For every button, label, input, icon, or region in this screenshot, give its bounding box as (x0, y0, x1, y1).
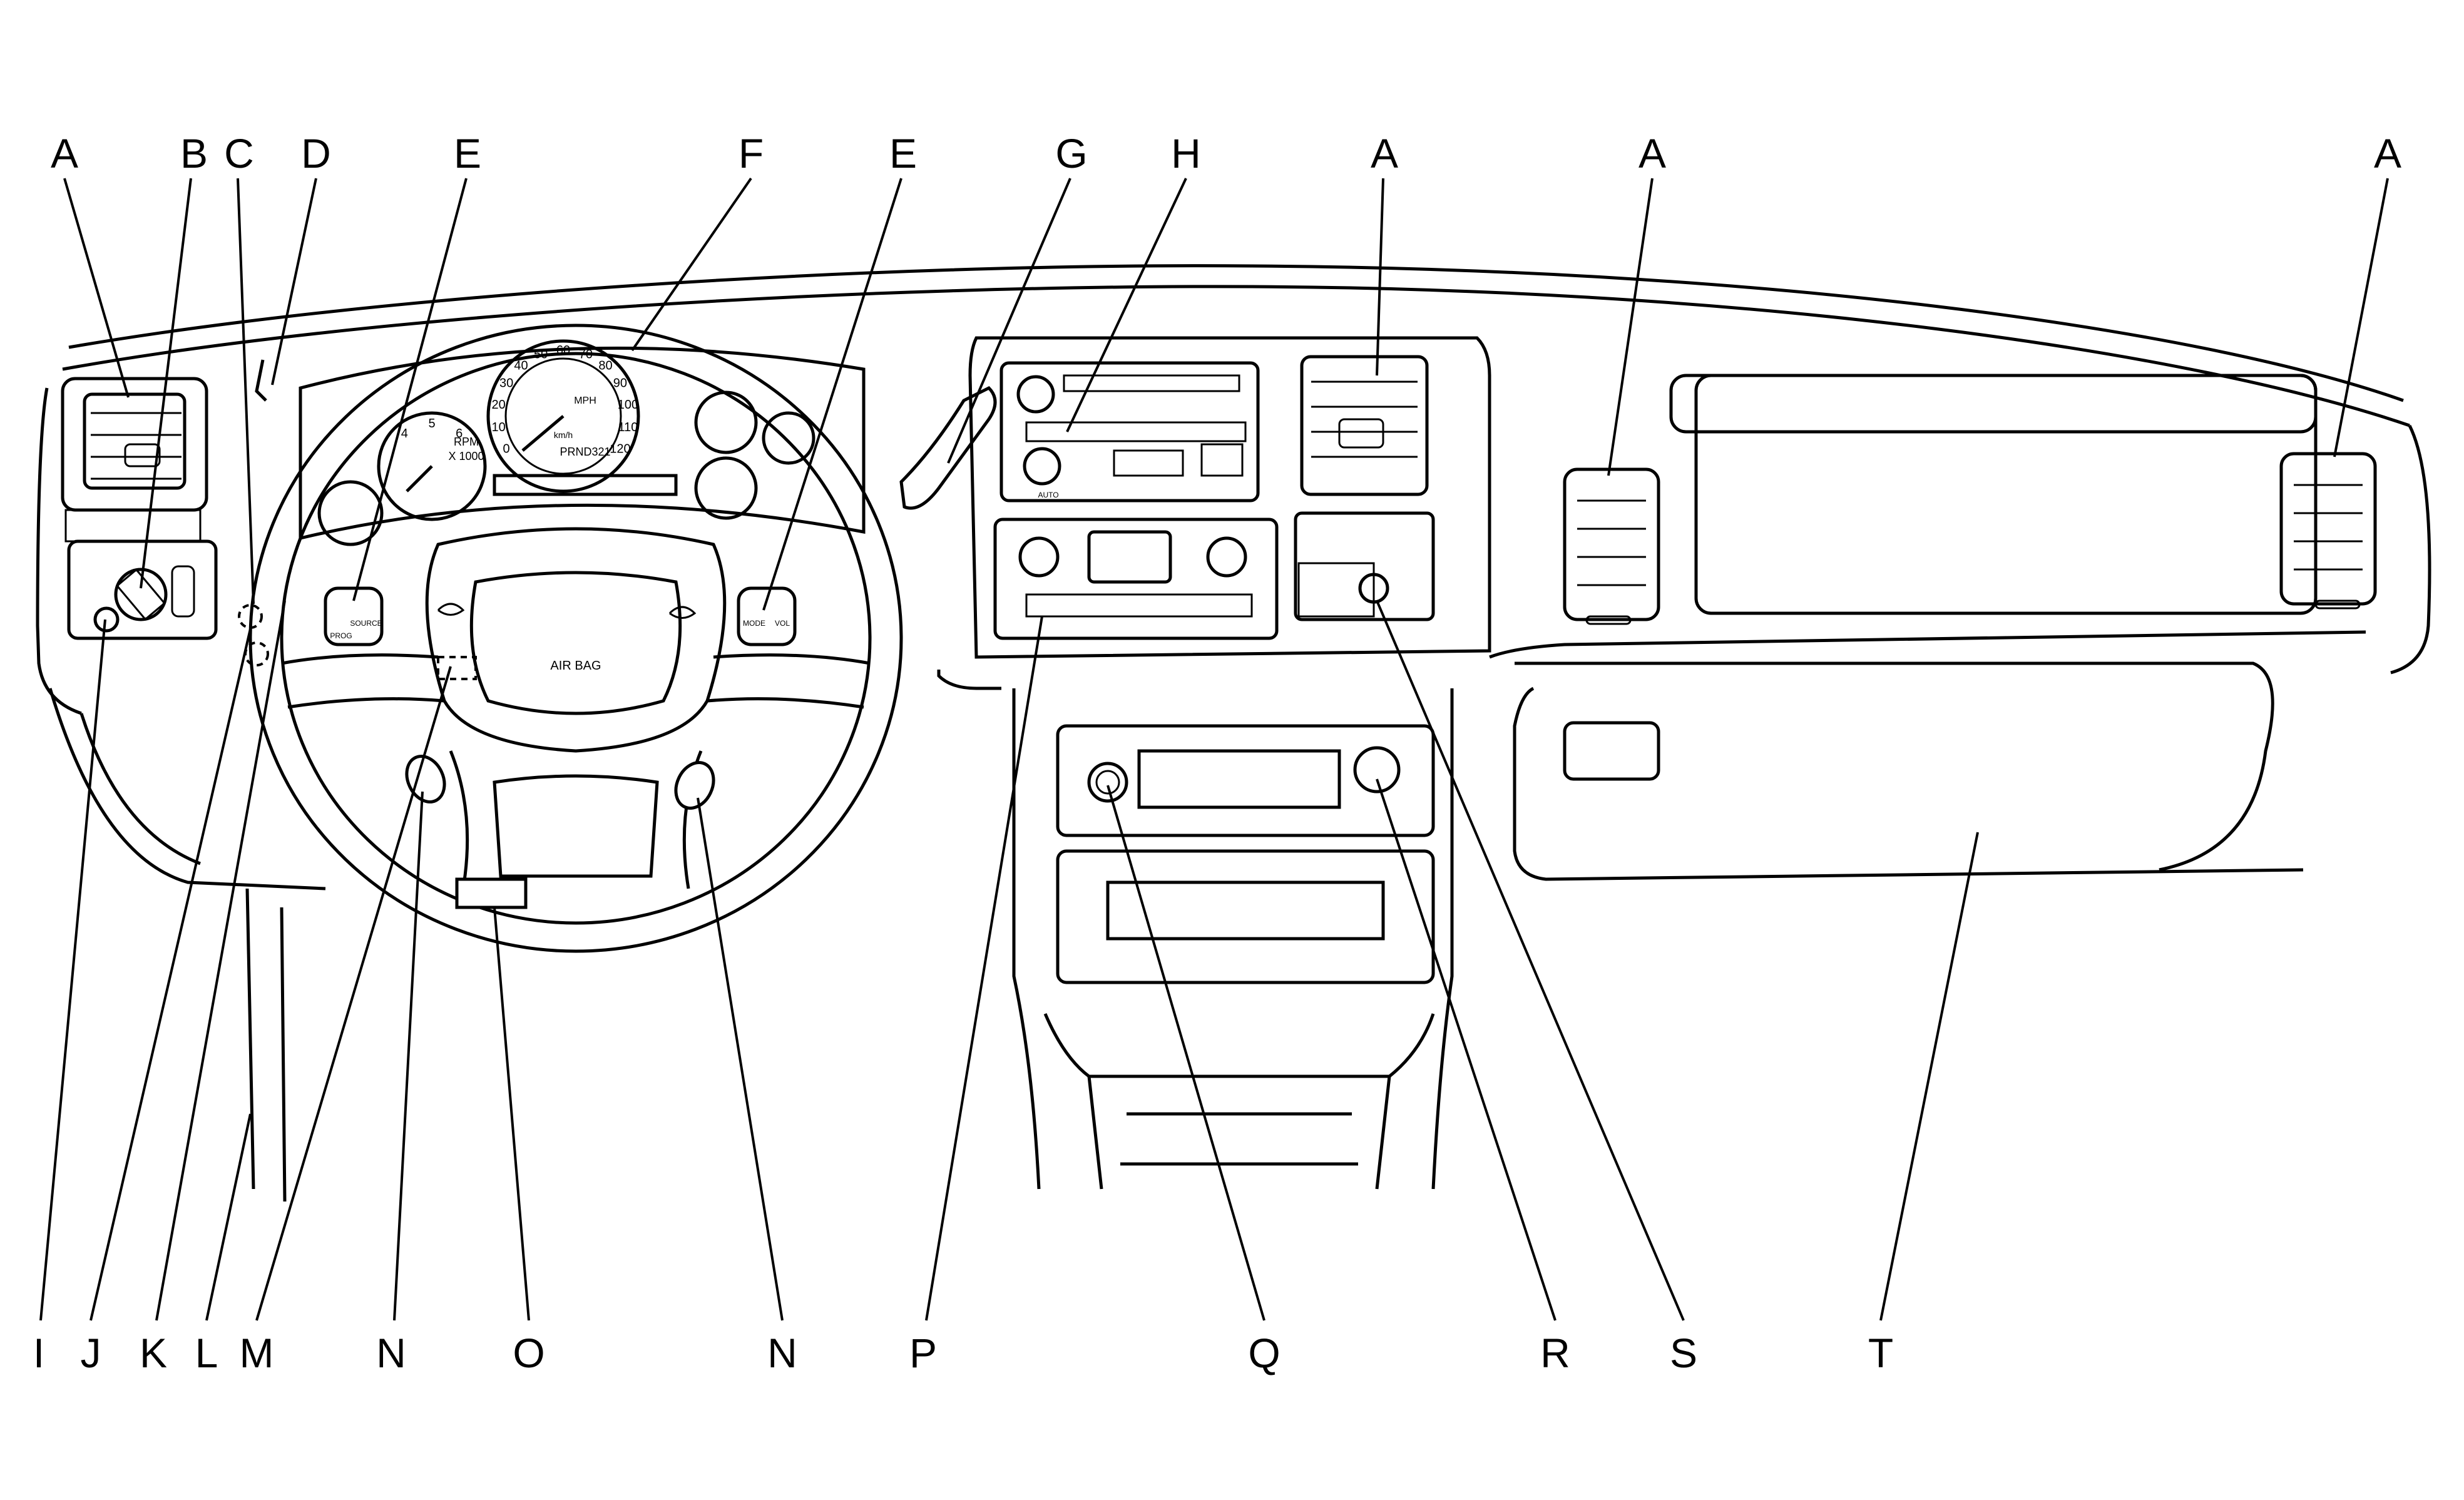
mph-label: MPH (574, 395, 596, 406)
callout-a: A (1371, 130, 1398, 176)
callout-a: A (1638, 130, 1666, 176)
callout-q: Q (1248, 1330, 1280, 1376)
headlamp-switch-panel (67, 539, 218, 640)
callout-o: O (513, 1330, 544, 1376)
horn-icon (437, 603, 465, 616)
callout-g: G (1055, 130, 1087, 176)
glove-box (1515, 374, 2318, 872)
speed-tick-label: 110 (618, 421, 638, 434)
callout-r: R (1540, 1330, 1570, 1376)
vol-label: VOL (775, 619, 790, 628)
tachometer-ticks: 4 5 6 (401, 417, 463, 441)
speed-tick-label: 10 (491, 421, 505, 434)
rpm-tick-label: 4 (401, 427, 408, 441)
callout-e: E (889, 130, 917, 176)
callout-f: F (739, 130, 764, 176)
prndl-indicator: PRND321 (560, 446, 610, 458)
horn-icon (668, 606, 697, 619)
callout-i: I (33, 1330, 44, 1376)
callout-p: P (909, 1330, 937, 1376)
airbag-label: AIR BAG (550, 659, 601, 673)
right-air-vents (1563, 452, 2377, 625)
callout-m: M (240, 1330, 274, 1376)
rpm-tick-label: 6 (456, 427, 463, 441)
steering-wheel: PROG SOURCE MODE VOL AIR BAG (248, 324, 903, 953)
callout-n: N (767, 1330, 797, 1376)
callout-b: B (180, 130, 208, 176)
speed-tick-label: 100 (618, 398, 638, 412)
callout-t: T (1868, 1330, 1893, 1376)
speed-tick-label: 80 (598, 359, 612, 373)
callout-n: N (376, 1330, 406, 1376)
callout-e: E (454, 130, 481, 176)
callout-d: D (301, 130, 331, 176)
callout-j: J (81, 1330, 101, 1376)
speed-tick-label: 40 (514, 359, 528, 373)
rpm-label: RPM (454, 436, 479, 448)
dashboard-outline (36, 264, 2431, 1202)
lower-console (1056, 724, 1435, 984)
kmh-label: km/h (554, 430, 573, 440)
callout-h: H (1171, 130, 1201, 176)
prog-label: PROG (330, 631, 352, 640)
speed-tick-label: 30 (499, 377, 513, 390)
callout-a: A (51, 130, 78, 176)
callout-l: L (195, 1330, 218, 1376)
left-air-vent (61, 377, 208, 543)
rpm-multiplier: X 1000 (448, 450, 484, 462)
auto-label: AUTO (1038, 491, 1058, 499)
callouts-top: A B C D E F E G H A A A (51, 130, 2401, 176)
shift-lever (899, 385, 997, 510)
mode-label: MODE (743, 619, 765, 628)
callouts-bottom: I J K L M N O N P Q R S T (33, 1330, 1893, 1376)
speed-tick-label: 20 (491, 398, 505, 412)
source-label: SOURCE (350, 619, 382, 628)
dic-edge (255, 359, 267, 402)
callout-k: K (140, 1330, 167, 1376)
center-stack: AUTO (968, 336, 1491, 659)
callout-c: C (224, 130, 254, 176)
speed-tick-label: 90 (613, 377, 627, 390)
leader-lines (39, 177, 2389, 1321)
callout-a: A (2374, 130, 2401, 176)
rpm-tick-label: 5 (428, 417, 435, 431)
speed-tick-label: 0 (503, 442, 510, 456)
speed-tick-label: 120 (610, 442, 630, 456)
callout-s: S (1670, 1330, 1697, 1376)
